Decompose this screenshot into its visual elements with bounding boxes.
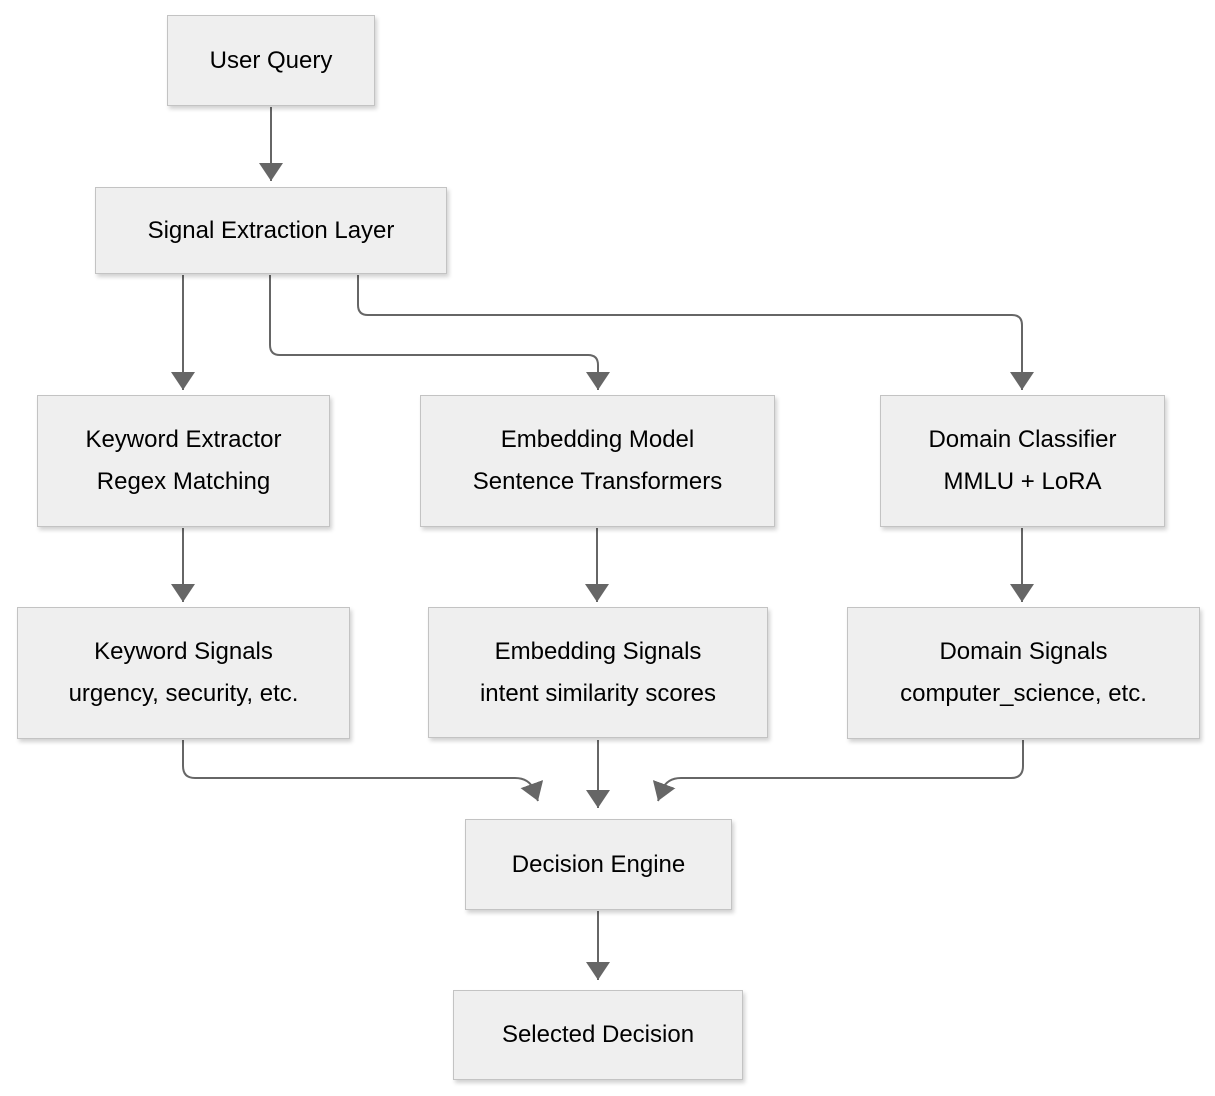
node-selected-decision-label: Selected Decision xyxy=(501,1021,695,1048)
node-domain-signals: Domain Signals computer_science, etc. xyxy=(847,607,1200,739)
node-embedding-model-sublabel: Sentence Transformers xyxy=(472,468,723,495)
node-domain-classifier-label: Domain Classifier xyxy=(928,426,1117,453)
node-user-query-label: User Query xyxy=(209,46,333,74)
node-embedding-signals-sublabel: intent similarity scores xyxy=(479,679,717,707)
node-embedding-signals-label: Embedding Signals xyxy=(494,637,702,665)
node-domain-classifier-sublabel: MMLU + LoRA xyxy=(943,468,1102,495)
node-domain-signals-sublabel: computer_science, etc. xyxy=(900,680,1147,707)
node-embedding-model: Embedding Model Sentence Transformers xyxy=(420,395,775,527)
node-keyword-extractor-sublabel: Regex Matching xyxy=(96,468,271,495)
edge-keyword-signals-to-decision-engine xyxy=(182,740,544,802)
node-keyword-signals-label: Keyword Signals xyxy=(94,638,273,665)
node-signal-extraction-layer: Signal Extraction Layer xyxy=(95,187,447,274)
node-domain-classifier: Domain Classifier MMLU + LoRA xyxy=(880,395,1165,527)
edge-signal-extraction-to-embedding-model xyxy=(269,275,610,390)
node-decision-engine: Decision Engine xyxy=(465,819,732,910)
node-signal-extraction-layer-label: Signal Extraction Layer xyxy=(147,216,395,244)
node-keyword-signals-sublabel: urgency, security, etc. xyxy=(68,680,299,707)
node-decision-engine-label: Decision Engine xyxy=(511,850,686,878)
node-domain-signals-label: Domain Signals xyxy=(939,638,1108,665)
edge-domain-signals-to-decision-engine xyxy=(652,740,1024,802)
node-embedding-model-label: Embedding Model xyxy=(500,426,695,453)
node-keyword-extractor-label: Keyword Extractor xyxy=(85,426,282,453)
node-keyword-signals: Keyword Signals urgency, security, etc. xyxy=(17,607,350,739)
node-keyword-extractor: Keyword Extractor Regex Matching xyxy=(37,395,330,527)
node-embedding-signals: Embedding Signals intent similarity scor… xyxy=(428,607,768,738)
edge-signal-extraction-to-domain-classifier xyxy=(357,275,1034,390)
node-selected-decision: Selected Decision xyxy=(453,990,743,1080)
node-user-query: User Query xyxy=(167,15,375,106)
